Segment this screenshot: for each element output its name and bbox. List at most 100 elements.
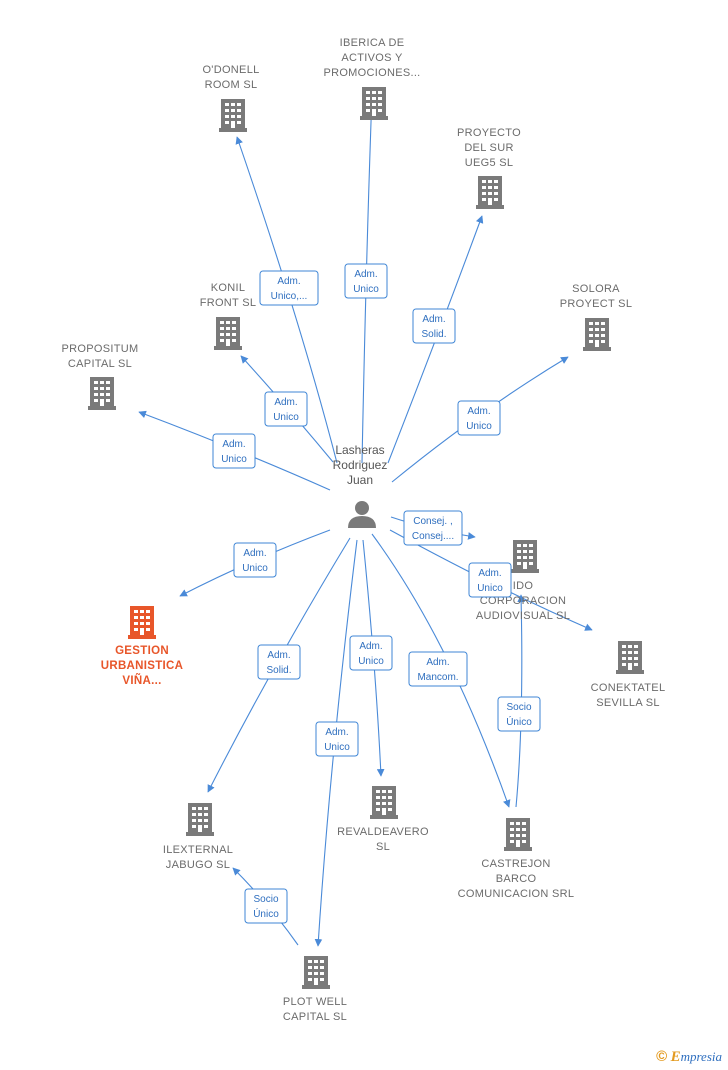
company-label: CONEKTATEL [591, 682, 666, 694]
relation-text: Mancom. [417, 672, 458, 683]
relation-box [468, 562, 512, 598]
relation-text: Único [253, 907, 279, 920]
relation-text: Adm. [354, 269, 377, 280]
company-label: GESTION [115, 645, 169, 657]
brand-name: mpresia [680, 1049, 722, 1064]
company-label: CAPITAL SL [283, 1011, 347, 1023]
company-label: URBANISTICA [101, 660, 184, 672]
company-label: IBERICA DE [340, 37, 405, 49]
company-node-gestion[interactable]: GESTION URBANISTICA VIÑA... [101, 606, 184, 687]
relation-text: Unico [273, 412, 299, 423]
relation-text: Adm. [274, 397, 297, 408]
company-label: PROPOSITUM [62, 343, 139, 355]
relation-label-propositum[interactable]: Adm.Unico [212, 433, 256, 469]
relation-text: Socio [506, 702, 531, 713]
relation-label-proyecto[interactable]: Adm.Solid. [412, 308, 456, 344]
building-icon [219, 99, 247, 132]
relation-box [257, 644, 301, 680]
company-label: AUDIOVISUAL SL [476, 610, 570, 622]
company-label: BARCO [496, 873, 537, 885]
company-label: JABUGO SL [166, 859, 230, 871]
person-icon-head [355, 501, 369, 515]
company-label: PLOT WELL [283, 996, 347, 1008]
company-label: DEL SUR [464, 142, 513, 154]
company-label: CAPITAL SL [68, 358, 132, 370]
company-label: CASTREJON [481, 858, 550, 870]
building-icon [302, 956, 330, 989]
company-node-ilexternal[interactable]: ILEXTERNAL JABUGO SL [163, 803, 233, 871]
relation-label-ido[interactable]: Consej. ,Consej.... [403, 510, 463, 546]
company-node-odonell[interactable]: O'DONELL ROOM SL [202, 64, 259, 132]
brand-initial: E [670, 1049, 681, 1065]
company-label: PROYECT SL [560, 298, 633, 310]
relation-box [259, 270, 319, 306]
building-icon [476, 176, 504, 209]
relation-box [497, 696, 541, 732]
relation-text: Adm. [325, 727, 348, 738]
relation-label-odonell[interactable]: Adm.Unico,... [259, 270, 319, 306]
company-label: O'DONELL [202, 64, 259, 76]
building-icon [186, 803, 214, 836]
company-label: VIÑA... [122, 674, 161, 687]
company-label: ROOM SL [205, 79, 258, 91]
relation-text: Unico [466, 421, 492, 432]
relation-text: Adm. [426, 657, 449, 668]
company-label: PROMOCIONES... [323, 67, 420, 79]
person-icon [348, 516, 376, 528]
relation-label-gestion[interactable]: Adm.Unico [233, 542, 277, 578]
person-name: Rodriguez [333, 458, 388, 472]
footer-brand[interactable]: © Empresia [656, 1048, 722, 1066]
relation-label-plotwell[interactable]: Adm.Unico [315, 721, 359, 757]
person-name: Lasheras [335, 443, 384, 457]
person-name: Juan [347, 473, 373, 487]
relation-text: Adm. [243, 548, 266, 559]
company-label: ILEXTERNAL [163, 844, 233, 856]
relation-text: Adm. [359, 641, 382, 652]
relation-text: Adm. [277, 276, 300, 287]
relation-text: Adm. [222, 439, 245, 450]
relation-label-konil[interactable]: Adm. Unico [264, 391, 308, 427]
relation-text: Unico [353, 284, 379, 295]
relation-label-ilexternal[interactable]: Adm.Solid. [257, 644, 301, 680]
building-icon [616, 641, 644, 674]
relation-box [403, 510, 463, 546]
relation-text: Unico [477, 583, 503, 594]
relation-text: Adm. [478, 568, 501, 579]
company-node-plotwell[interactable]: PLOT WELL CAPITAL SL [283, 956, 347, 1023]
building-icon [88, 377, 116, 410]
relation-box [408, 651, 468, 687]
relation-text: Adm. [467, 406, 490, 417]
company-label: SL [376, 841, 390, 853]
relation-box [412, 308, 456, 344]
relation-label-solora[interactable]: Adm. Unico [457, 400, 501, 436]
building-icon [128, 606, 156, 639]
relation-text: Consej.... [412, 531, 454, 542]
company-node-propositum[interactable]: PROPOSITUM CAPITAL SL [62, 343, 139, 410]
relation-box [315, 721, 359, 757]
relation-box [349, 635, 393, 671]
building-icon [360, 87, 388, 120]
relation-text: Unico [358, 656, 384, 667]
building-icon [504, 818, 532, 851]
relation-label-iberica[interactable]: Adm. Unico [344, 263, 388, 299]
relation-label-revaldeavero[interactable]: Adm. Unico [349, 635, 393, 671]
relation-label-conektatel[interactable]: Adm. Unico [468, 562, 512, 598]
relation-edge-odonell [235, 136, 338, 464]
relation-label-castrejon[interactable]: Adm. Mancom. [408, 651, 468, 687]
relation-text: Solid. [266, 665, 291, 676]
relation-box [264, 391, 308, 427]
building-icon [370, 786, 398, 819]
